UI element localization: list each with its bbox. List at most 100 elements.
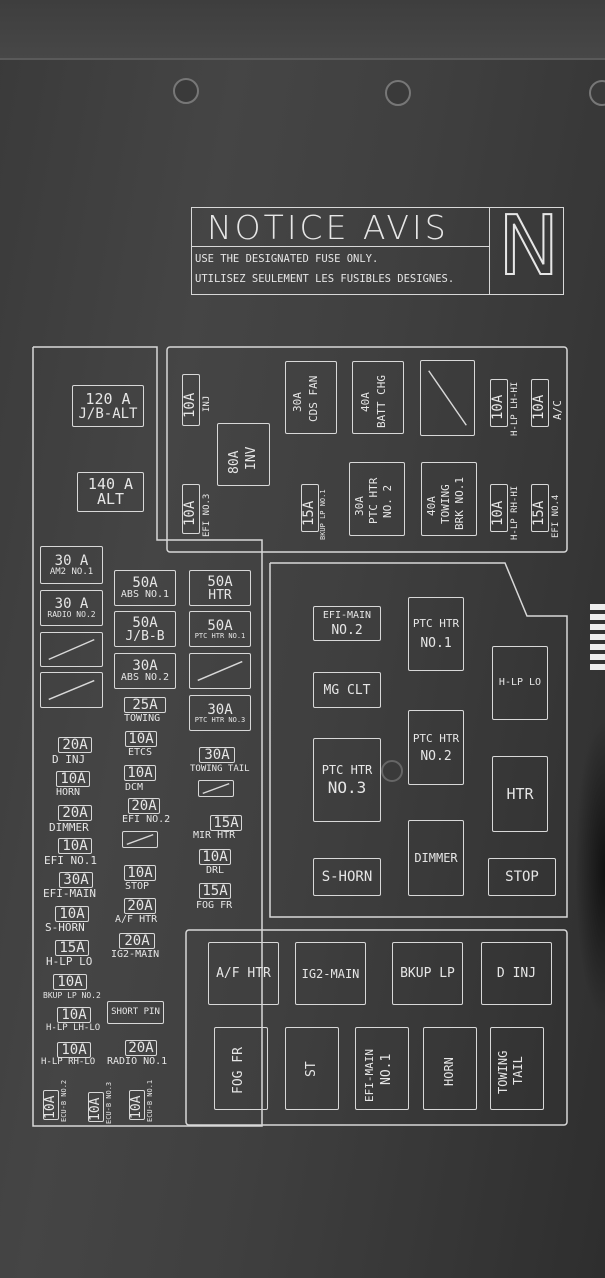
fuse-jb-b: 50A J/B-B <box>114 611 176 647</box>
label-d-inj: D INJ <box>52 753 86 766</box>
fuse-ac <box>531 379 549 427</box>
fuse-horn: 10A <box>56 771 90 787</box>
fuse-ptc3: 30A PTC HTR NO.3 <box>189 695 251 731</box>
relay-mg-clt: MG CLT <box>313 672 381 708</box>
fuse-batt-chg <box>352 361 404 434</box>
fuse-radio1: 20A <box>125 1040 157 1056</box>
label-hlp-lo: H-LP LO <box>46 955 93 968</box>
fuse-ptc1: 50A PTC HTR NO.1 <box>189 611 251 647</box>
label-ptc2: PTC HTR <box>367 477 380 524</box>
fuse-alt: 140 A ALT <box>77 472 144 512</box>
notice-line-fr: UTILISEZ SEULEMENT LES FUSIBLES DESIGNES… <box>195 273 455 285</box>
fuse-efi3-amp: 10A <box>182 500 198 526</box>
shadow <box>575 720 605 1020</box>
label-hlp-rh-hi: H-LP RH-HI <box>510 485 520 540</box>
label-towing: TOWING <box>124 713 161 724</box>
relay-efi-main2: EFI-MAIN NO.2 <box>313 606 381 641</box>
spare-slot <box>40 632 103 667</box>
mounting-hole <box>173 78 199 104</box>
label-hlp-lh-lo: H-LP LH-LO <box>46 1023 101 1033</box>
fuse-inj-amp: 10A <box>182 392 198 418</box>
fuse-d-inj: 20A <box>58 737 92 753</box>
relay-stop: STOP <box>488 858 556 896</box>
relay-ig2-main: IG2-MAIN <box>295 942 366 1005</box>
fuse-dimmer: 20A <box>58 805 92 821</box>
notice-line-en: USE THE DESIGNATED FUSE ONLY. <box>195 253 379 265</box>
label-s-horn: S-HORN <box>45 921 85 934</box>
relay-af-htr: A/F HTR <box>208 942 279 1005</box>
fuse-bkup-lp1-amp: 15A <box>301 500 317 526</box>
label-mir-htr: MIR HTR <box>193 830 236 841</box>
relay-bkup-lp: BKUP LP <box>392 942 463 1005</box>
mounting-hole <box>589 80 605 106</box>
fuse-stop: 10A <box>124 865 156 881</box>
fuse-ac-amp: 10A <box>531 394 547 420</box>
label-efi4: EFI NO.4 <box>551 494 561 538</box>
label-relay-towing: TOWING <box>496 1050 510 1094</box>
fuse-htr: 50A HTR <box>189 570 251 606</box>
fuse-bkup-lp2: 10A <box>53 974 87 990</box>
relay-s-horn: S-HORN <box>313 858 381 896</box>
label-horn: HORN <box>56 787 81 798</box>
fuse-towing-brk <box>421 462 477 536</box>
label-relay-horn: HORN <box>442 1057 456 1086</box>
fuse-ecu-b3 <box>88 1092 104 1122</box>
label-relay-efi-main1: EFI-MAIN <box>363 1049 376 1102</box>
label-efi1: EFI NO.1 <box>44 854 97 867</box>
fuse-efi-main: 30A <box>59 872 93 888</box>
relay-ptc-no3: PTC HTR NO.3 <box>313 738 381 822</box>
label-towing-brk: TOWING <box>439 484 452 524</box>
fuse-ecu-b3-amp: 10A <box>88 1097 103 1121</box>
label-fog-fr: FOG FR <box>196 900 233 911</box>
relay-st <box>285 1027 339 1110</box>
label-ptc2-no: NO. 2 <box>381 484 394 518</box>
spare-slot <box>198 780 234 797</box>
label-relay-st: ST <box>304 1061 319 1077</box>
label-etcs: ETCS <box>128 747 153 758</box>
fuse-af-htr: 20A <box>124 898 156 914</box>
fuse-drl: 10A <box>199 849 231 865</box>
fuse-ecu-b1 <box>129 1090 145 1120</box>
fuse-etcs: 10A <box>125 731 157 747</box>
fuse-mir-htr: 15A <box>210 815 242 831</box>
relay-htr: HTR <box>492 756 548 832</box>
fuse-efi3 <box>182 484 200 534</box>
spare-slot <box>420 360 475 436</box>
notice-divider <box>191 246 489 247</box>
label-efi-main: EFI-MAIN <box>43 887 96 900</box>
fuse-towing-brk-amp: 40A <box>425 496 438 516</box>
fuse-hlp-lh-lo: 10A <box>57 1007 91 1023</box>
fuse-cds-fan-amp: 30A <box>291 392 304 412</box>
fuse-ecu-b2 <box>43 1090 59 1120</box>
fuse-inj <box>182 374 200 426</box>
relay-d-inj: D INJ <box>481 942 552 1005</box>
fuse-towing: 25A <box>124 697 166 713</box>
label-inv: INV <box>244 446 259 470</box>
notice-title: NOTICE AVIS <box>207 208 449 247</box>
mounting-hole <box>385 80 411 106</box>
fuse-radio2: 30 A RADIO NO.2 <box>40 590 103 626</box>
label-hlp-lh-hi: H-LP LH-HI <box>510 381 520 436</box>
relay-ptc-no2: PTC HTR NO.2 <box>408 710 464 785</box>
notice-divider <box>489 207 490 295</box>
fuse-towing-tail: 30A <box>199 747 235 763</box>
fuse-abs2: 30A ABS NO.2 <box>114 653 176 689</box>
label-efi3: EFI NO.3 <box>202 493 212 537</box>
label-inj: INJ <box>202 395 212 412</box>
fuse-bkup-lp1 <box>301 484 319 532</box>
label-cds-fan: CDS FAN <box>307 375 320 422</box>
relay-fog-fr <box>214 1027 268 1110</box>
mounting-hole <box>381 760 403 782</box>
fuse-inv-amp: 80A <box>227 450 242 474</box>
relay-horn <box>423 1027 477 1110</box>
label-drl: DRL <box>206 865 225 876</box>
label-dimmer: DIMMER <box>49 821 89 834</box>
relay-ptc-no1: PTC HTR NO.1 <box>408 597 464 671</box>
spare-slot <box>40 672 103 708</box>
notice-panel <box>191 207 564 295</box>
fuse-ecu-b1-amp: 10A <box>129 1095 144 1119</box>
fuse-jb-alt: 120 A J/B-ALT <box>72 385 144 427</box>
label-ecu-b1: ECU-B NO.1 <box>146 1079 154 1122</box>
label-af-htr: A/F HTR <box>115 914 158 925</box>
fuse-ptc2 <box>349 462 405 536</box>
